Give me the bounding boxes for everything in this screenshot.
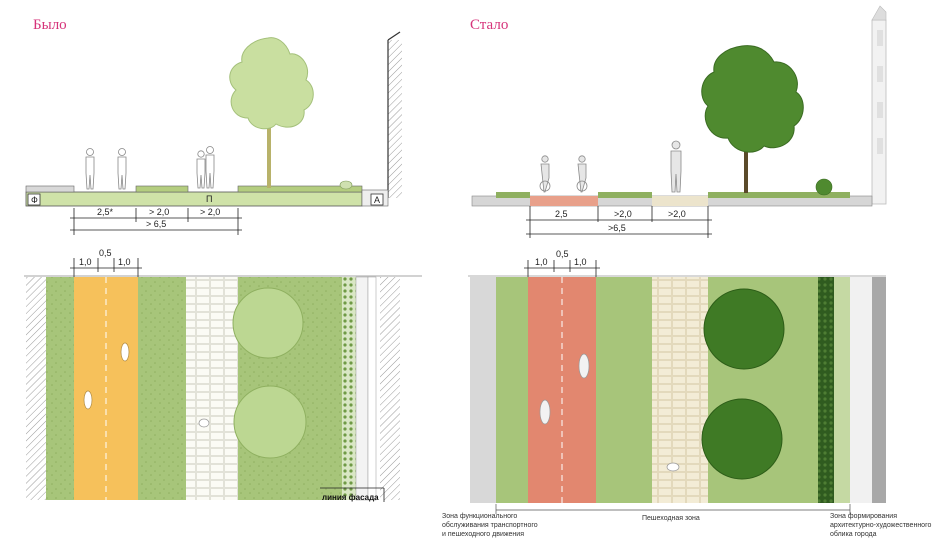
- label-a: А: [374, 195, 380, 205]
- tree-crown: [229, 37, 314, 130]
- after-section: 2,5 >2,0 >2,0 >6,5: [471, 5, 887, 238]
- dim-total-after: >6,5: [608, 223, 626, 233]
- plan-dim-1: 1,0: [79, 257, 92, 267]
- after-title: Стало: [470, 17, 508, 33]
- before-section: Ф А П 2,5* > 2,0 > 2,0 > 6,5: [25, 31, 402, 235]
- green-strip-middle: [138, 277, 186, 500]
- cyclists-after: [539, 353, 590, 425]
- dim-total: > 6,5: [146, 219, 166, 229]
- plan-dim-2: 0,5: [99, 248, 112, 258]
- green-strip-middle-after: [596, 277, 652, 503]
- dim-bike: 2,5*: [97, 207, 114, 217]
- green-strip-left-after: [496, 277, 528, 503]
- cyclist-icons: [83, 342, 130, 410]
- ground-strip: [25, 191, 363, 207]
- sidewalk-after: [652, 277, 708, 503]
- tree-crown-after: [701, 45, 804, 153]
- zone-right-line-1: Зона формирования: [830, 513, 897, 520]
- before-plan: 1,0 0,5 1,0 линия фасада: [24, 248, 422, 502]
- tree-top-after-1: [703, 288, 785, 370]
- zone-left-line-1: Зона функционального: [442, 513, 517, 520]
- dim-walk: > 2,0: [200, 207, 220, 217]
- dim-walk-after: >2,0: [668, 209, 686, 219]
- plan-dim-3: 1,0: [118, 257, 131, 267]
- label-f: Ф: [31, 195, 38, 205]
- dim-green: > 2,0: [149, 207, 169, 217]
- after-plan: 1,0 0,5 1,0 Зона функционального обслужи…: [442, 249, 931, 538]
- sidewalk: [186, 277, 238, 500]
- dim-bike-after: 2,5: [555, 209, 568, 219]
- dim-green-after: >2,0: [614, 209, 632, 219]
- facade-plan: [380, 277, 400, 500]
- tree-top-after-2: [701, 398, 783, 480]
- section-dimensions: [70, 208, 242, 235]
- zone-left-line-2: обслуживания транспортного: [442, 521, 538, 529]
- facade-wall: [388, 40, 402, 198]
- tree-top-2: [233, 385, 307, 459]
- people-after: [539, 140, 682, 193]
- tree-top-1: [232, 287, 304, 359]
- plan-dim-3-after: 1,0: [574, 257, 587, 267]
- hedge-after: [818, 277, 834, 503]
- zone-right-line-2: архитектурно-художественного: [830, 522, 931, 529]
- green-strip-left: [46, 277, 74, 500]
- facade-line-label: линия фасада: [322, 493, 379, 502]
- pedestrian-figures: [85, 146, 215, 190]
- zone-right-line-3: облика города: [830, 530, 877, 538]
- plan-dim-1-after: 1,0: [535, 257, 548, 267]
- label-p: П: [206, 194, 212, 204]
- zone-center: Пешеходная зона: [642, 515, 700, 522]
- zone-left-line-3: и пешеходного движения: [442, 531, 524, 538]
- shrub-strip: [342, 277, 356, 500]
- tree-trunk: [267, 120, 271, 188]
- before-title: Было: [33, 17, 67, 33]
- plan-dim-2-after: 0,5: [556, 249, 569, 259]
- building-plan: [872, 277, 886, 503]
